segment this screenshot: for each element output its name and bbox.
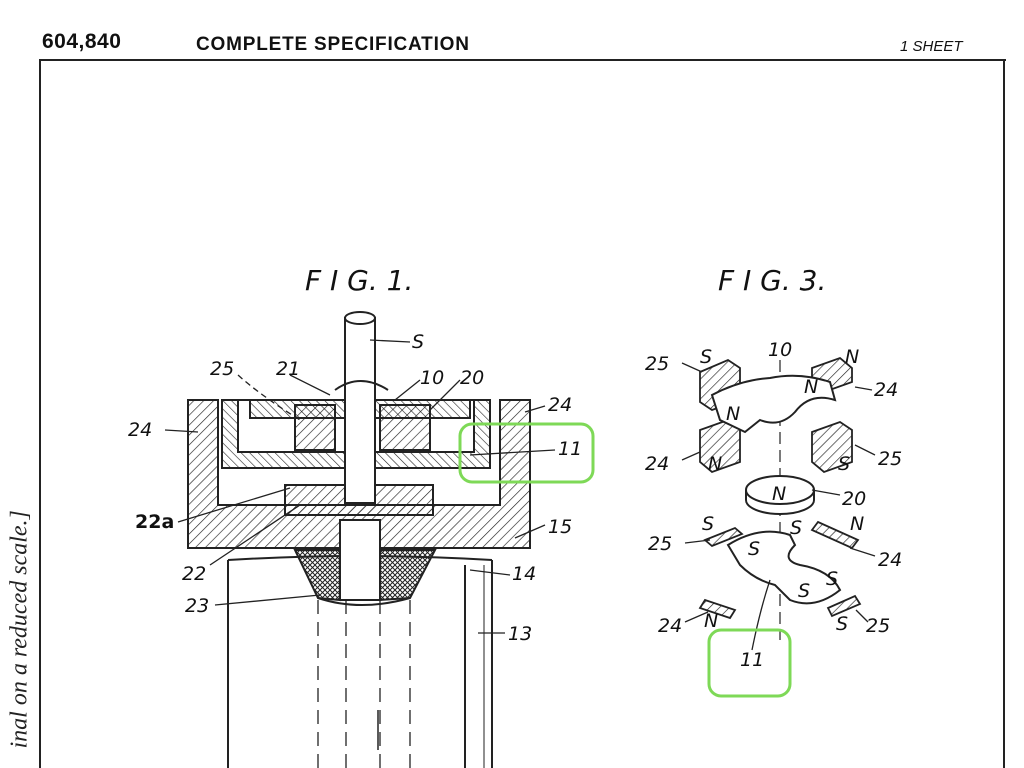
fig3-label-N-b: N (804, 376, 818, 398)
fig1-label-22a: 22a (135, 511, 174, 533)
fig3-label-11: 11 (740, 649, 764, 671)
fig1-label-22: 22 (182, 563, 206, 585)
cylinder-13 (227, 555, 493, 768)
fig3-label-S-b: S (838, 453, 850, 475)
fig3-label-S-d: S (790, 517, 802, 539)
pole-piece-10 (710, 374, 837, 434)
fig1-leaders (164, 339, 556, 634)
fig1: F I G. 1. (128, 264, 582, 768)
fig1-label-13: 13 (508, 623, 532, 645)
fig1-label-24-right: 24 (548, 394, 572, 416)
fig3-label-N-d: N (708, 453, 722, 475)
fig3-label-S-c: S (702, 513, 714, 535)
fig3-label-24-d: 24 (658, 615, 682, 637)
fig3-label-20: 20 (842, 488, 866, 510)
page-border (39, 59, 1005, 768)
fig3-label-N-c: N (726, 403, 740, 425)
inner-cup-20 (221, 399, 491, 469)
highlight-box-fig1-11[interactable] (458, 422, 595, 484)
fig1-label-10: 10 (420, 367, 444, 389)
disk-20 (745, 475, 815, 515)
fig1-label-21: 21 (276, 358, 300, 380)
fig3-label-N-a: N (845, 346, 859, 368)
fig3-label-10: 10 (768, 339, 792, 361)
fig1-label-24-left: 24 (128, 419, 152, 441)
fig3-label-25-a: 25 (645, 353, 669, 375)
outer-cup-24 (187, 399, 531, 549)
pole-piece-11 (726, 530, 842, 605)
patent-number: 604,840 (42, 30, 122, 53)
fig1-label-20: 20 (460, 367, 484, 389)
fig3-label-S-e: S (748, 538, 760, 560)
fig3: F I G. 3. (645, 264, 902, 671)
shaft-S (334, 311, 389, 504)
fig3-title: F I G. 3. (718, 264, 826, 297)
fig3-label-N-e: N (772, 483, 786, 505)
fig3-label-24-b: 24 (645, 453, 669, 475)
fig3-label-N-g: N (704, 610, 718, 632)
fig1-title: F I G. 1. (305, 264, 413, 297)
fig3-label-S-g: S (826, 568, 838, 590)
fig3-label-25-b: 25 (878, 448, 902, 470)
fig3-label-24-a: 24 (874, 379, 898, 401)
fig1-label-23: 23 (185, 595, 209, 617)
fig3-label-N-f: N (850, 513, 864, 535)
fig1-label-14: 14 (512, 563, 536, 585)
fig1-label-15: 15 (548, 516, 572, 538)
fig1-label-S: S (412, 331, 424, 353)
highlight-box-fig3-11[interactable] (707, 628, 792, 698)
fig3-label-25-c: 25 (648, 533, 672, 555)
document-title: COMPLETE SPECIFICATION (196, 34, 470, 55)
fig1-label-11: 11 (558, 438, 582, 460)
fig3-label-S-h: S (836, 613, 848, 635)
fig3-label-25-d: 25 (866, 615, 890, 637)
fig3-label-24-c: 24 (878, 549, 902, 571)
bushing-23 (293, 519, 437, 606)
sheet-count: 1 SHEET (900, 38, 963, 55)
fig3-label-S-a: S (700, 346, 712, 368)
fig3-lower-magnets (698, 520, 862, 620)
fig3-label-S-f: S (798, 580, 810, 602)
fig3-leaders (681, 362, 876, 623)
fig1-label-25: 25 (210, 358, 234, 380)
